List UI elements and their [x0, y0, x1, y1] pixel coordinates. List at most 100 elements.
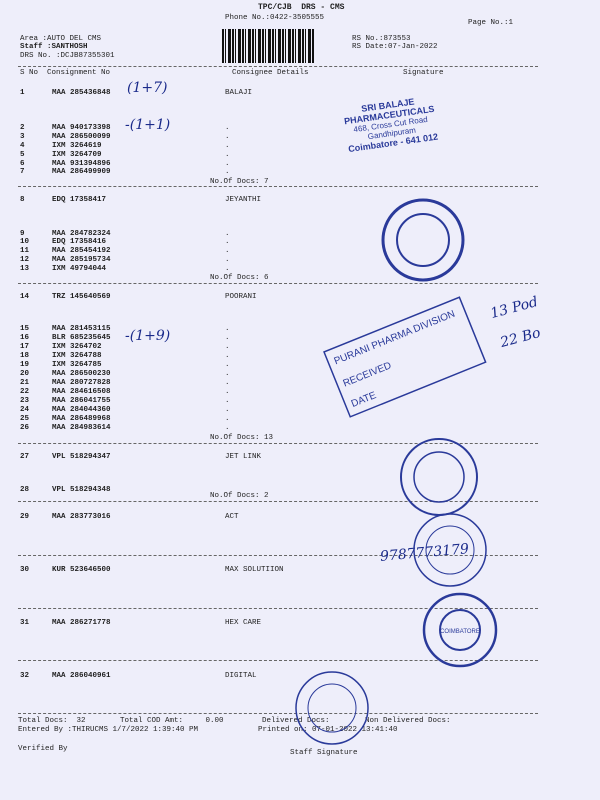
row-consignee: .: [225, 265, 230, 273]
row-consignee: POORANI: [225, 293, 257, 301]
total-cod: Total COD Amt: 0.00: [120, 717, 224, 725]
row-consignment-no: IXM 49794044: [52, 265, 107, 273]
page-number: Page No.:1: [468, 19, 514, 27]
group-doc-count: No.Of Docs: 2: [210, 492, 269, 500]
row-consignee: .: [225, 352, 230, 360]
row-consignee: .: [225, 325, 230, 333]
row-sno: 9: [20, 230, 25, 238]
row-consignment-no: MAA 284044360: [52, 406, 111, 414]
svg-text:COIMBATORE: COIMBATORE: [440, 629, 480, 635]
rs-date: RS Date:07-Jan-2022: [352, 43, 438, 51]
row-sno: 24: [20, 406, 30, 414]
row-consignee: JEYANTHI: [225, 196, 262, 204]
divider: [18, 501, 538, 502]
row-sno: 8: [20, 196, 25, 204]
row-consignee: DIGITAL: [225, 672, 257, 680]
verified-by: Verified By: [18, 745, 68, 753]
col-signature: Signature: [403, 69, 444, 77]
row-consignee: HEX CARE: [225, 619, 262, 627]
row-sno: 22: [20, 388, 30, 396]
row-consignee: .: [225, 238, 230, 246]
row-consignment-no: VPL 518294347: [52, 453, 111, 461]
row-consignment-no: EDQ 17358416: [52, 238, 107, 246]
row-sno: 23: [20, 397, 30, 405]
drs-number: DRS No. :DCJB87355301: [20, 52, 115, 60]
row-consignee: .: [225, 388, 230, 396]
row-sno: 19: [20, 361, 30, 369]
row-sno: 28: [20, 486, 30, 494]
note-1: (1+7): [127, 80, 168, 96]
stamp-arjun: [413, 513, 487, 587]
row-sno: 6: [20, 160, 25, 168]
row-consignee: JET LINK: [225, 453, 262, 461]
note-4: 13 Pod: [488, 293, 540, 323]
stamp-hexcare: COIMBATORE: [422, 592, 498, 668]
row-sno: 18: [20, 352, 30, 360]
non-delivered-docs: Non Delivered Docs:: [365, 717, 451, 725]
row-consignment-no: EDQ 17358417: [52, 196, 107, 204]
row-consignment-no: MAA 286271778: [52, 619, 111, 627]
row-sno: 13: [20, 265, 30, 273]
divider: [18, 555, 538, 556]
rs-number: RS No.:873553: [352, 35, 411, 43]
area: Area :AUTO DEL CMS: [20, 35, 102, 43]
row-consignee: .: [225, 256, 230, 264]
col-consignment: Consignment No: [47, 69, 111, 77]
row-consignment-no: TRZ 145640569: [52, 293, 111, 301]
row-consignment-no: IXM 3264785: [52, 361, 102, 369]
row-consignment-no: IXM 3264702: [52, 343, 102, 351]
row-consignee: .: [225, 343, 230, 351]
row-consignment-no: MAA 285195734: [52, 256, 111, 264]
row-sno: 10: [20, 238, 30, 246]
total-docs: Total Docs: 32: [18, 717, 86, 725]
row-consignee: BALAJI: [225, 89, 253, 97]
row-consignee: .: [225, 370, 230, 378]
printed-on: Printed on: 07-01-2022 13:41:40: [258, 726, 398, 734]
staff-signature: Staff Signature: [290, 749, 358, 757]
row-consignee: MAX SOLUTIION: [225, 566, 284, 574]
stamp-jeyanthi: [381, 198, 465, 282]
row-sno: 4: [20, 142, 25, 150]
row-sno: 25: [20, 415, 30, 423]
row-consignment-no: MAA 286499909: [52, 168, 111, 176]
row-sno: 20: [20, 370, 30, 378]
row-consignee: .: [225, 406, 230, 414]
row-sno: 30: [20, 566, 30, 574]
row-consignment-no: MAA 281453115: [52, 325, 111, 333]
row-consignment-no: MAA 931394896: [52, 160, 111, 168]
row-consignee: .: [225, 334, 230, 342]
row-consignee: .: [225, 379, 230, 387]
row-consignment-no: MAA 940173398: [52, 124, 111, 132]
row-sno: 1: [20, 89, 25, 97]
svg-text:PURANI PHARMA DIVISION: PURANI PHARMA DIVISION: [333, 309, 457, 368]
row-consignment-no: MAA 283773016: [52, 513, 111, 521]
entered-by: Entered By :THIRUCMS 1/7/2022 1:39:40 PM: [18, 726, 199, 734]
row-consignment-no: VPL 518294348: [52, 486, 111, 494]
delivered-docs: Delivered Docs:: [262, 717, 330, 725]
row-consignee: .: [225, 168, 230, 176]
row-sno: 21: [20, 379, 30, 387]
col-consignee: Consignee Details: [232, 69, 309, 77]
row-consignment-no: MAA 286500099: [52, 133, 111, 141]
row-consignment-no: IXM 3264788: [52, 352, 102, 360]
row-consignment-no: MAA 286041755: [52, 397, 111, 405]
stamp-balaji: SRI BALAJE PHARMACEUTICALS 468, Cross Cu…: [343, 96, 439, 155]
row-consignment-no: KUR 523646500: [52, 566, 111, 574]
row-consignee: .: [225, 424, 230, 432]
divider: [18, 660, 538, 661]
row-sno: 12: [20, 256, 30, 264]
stamp-jetlink: [400, 438, 478, 516]
row-consignee: .: [225, 133, 230, 141]
col-sno: S No: [20, 69, 39, 77]
row-sno: 32: [20, 672, 30, 680]
group-doc-count: No.Of Docs: 7: [210, 178, 269, 186]
row-sno: 27: [20, 453, 30, 461]
group-doc-count: No.Of Docs: 13: [210, 434, 274, 442]
svg-text:RECEIVED: RECEIVED: [342, 360, 394, 389]
row-consignment-no: IXM 3264709: [52, 151, 102, 159]
row-consignee: .: [225, 124, 230, 132]
row-sno: 15: [20, 325, 30, 333]
row-consignee: .: [225, 361, 230, 369]
row-sno: 5: [20, 151, 25, 159]
